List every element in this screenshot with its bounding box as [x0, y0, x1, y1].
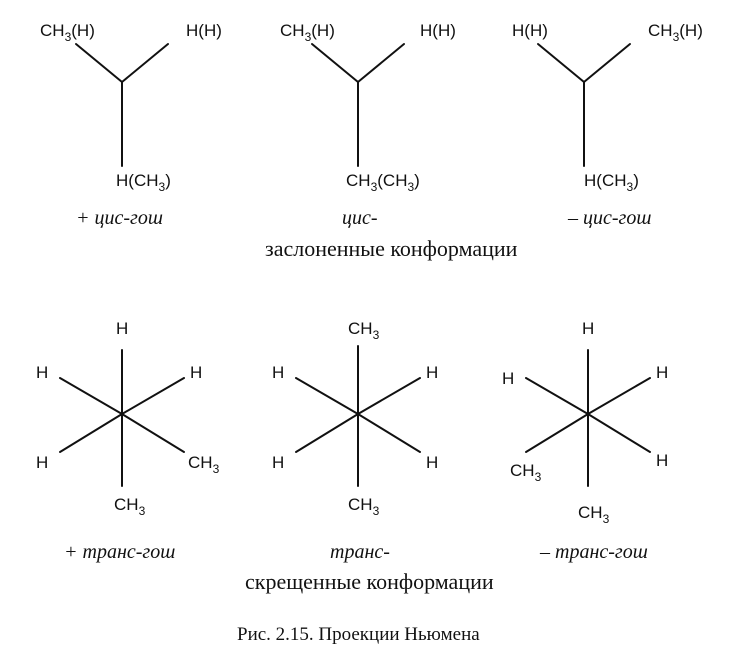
eclipsed-plus-cis-gauche: CH3(H) H(H) H(CH3) + цис-гош: [40, 21, 222, 229]
bond-upper-right: [357, 377, 421, 415]
caption-trans: транс-: [330, 541, 390, 563]
label-lower-left: H: [272, 453, 284, 472]
caption-minus-cis-gauche: – цис-гош: [567, 207, 651, 229]
label-lower-left: CH3: [510, 461, 542, 484]
eclipsed-cis: CH3(H) H(H) CH3(CH3) цис-: [280, 21, 456, 229]
bond-right: [357, 43, 405, 83]
bond-upper-left: [59, 377, 123, 415]
label-top: CH3: [348, 319, 380, 342]
bond-upper-left: [525, 377, 589, 415]
caption-minus-trans-gauche: – транс-гош: [539, 541, 648, 563]
bond-upper-right: [121, 377, 185, 415]
caption-cis: цис-: [342, 207, 378, 229]
label-upper-left: H: [272, 363, 284, 382]
label-upper-right: H: [426, 363, 438, 382]
bond-right: [583, 43, 631, 83]
staggered-minus-trans-gauche: H H H CH3 H CH3 – транс-гош: [502, 319, 668, 563]
label-bottom: H(CH3): [584, 171, 639, 194]
staggered-group-caption: скрещенные конформации: [245, 569, 494, 594]
bond-left: [537, 43, 585, 83]
bond-lower-right: [121, 413, 185, 453]
bond-left: [75, 43, 123, 83]
figure-caption: Рис. 2.15. Проекции Ньюмена: [237, 624, 480, 645]
label-left: CH3(H): [280, 21, 335, 44]
label-upper-right: H: [656, 363, 668, 382]
label-top: H: [116, 319, 128, 338]
label-top: H: [582, 319, 594, 338]
label-left: CH3(H): [40, 21, 95, 44]
label-bottom: H(CH3): [116, 171, 171, 194]
bond-lower-right: [357, 413, 421, 453]
label-upper-left: H: [36, 363, 48, 382]
label-right: H(H): [186, 21, 222, 40]
bond-upper-left: [295, 377, 359, 415]
bond-lower-left: [525, 413, 589, 453]
label-bottom: CH3: [578, 503, 610, 526]
caption-plus-trans-gauche: + транс-гош: [64, 541, 175, 563]
label-lower-left: H: [36, 453, 48, 472]
label-lower-right: CH3: [188, 453, 220, 476]
label-bottom: CH3: [348, 495, 380, 518]
bond-lower-left: [59, 413, 123, 453]
label-left: H(H): [512, 21, 548, 40]
label-bottom: CH3(CH3): [346, 171, 420, 194]
bond-upper-right: [587, 377, 651, 415]
bond-left: [311, 43, 359, 83]
label-lower-right: H: [656, 451, 668, 470]
label-lower-right: H: [426, 453, 438, 472]
staggered-trans: CH3 H H H H CH3 транс-: [272, 319, 438, 563]
label-bottom: CH3: [114, 495, 146, 518]
eclipsed-group-caption: заслоненные конформации: [265, 236, 518, 261]
label-right: H(H): [420, 21, 456, 40]
caption-plus-cis-gauche: + цис-гош: [76, 207, 163, 229]
label-upper-right: H: [190, 363, 202, 382]
eclipsed-minus-cis-gauche: H(H) CH3(H) H(CH3) – цис-гош: [512, 21, 703, 229]
staggered-plus-trans-gauche: H H H H CH3 CH3 + транс-гош: [36, 319, 220, 563]
label-right: CH3(H): [648, 21, 703, 44]
label-upper-left: H: [502, 369, 514, 388]
bond-lower-right: [587, 413, 651, 453]
bond-lower-left: [295, 413, 359, 453]
bond-right: [121, 43, 169, 83]
